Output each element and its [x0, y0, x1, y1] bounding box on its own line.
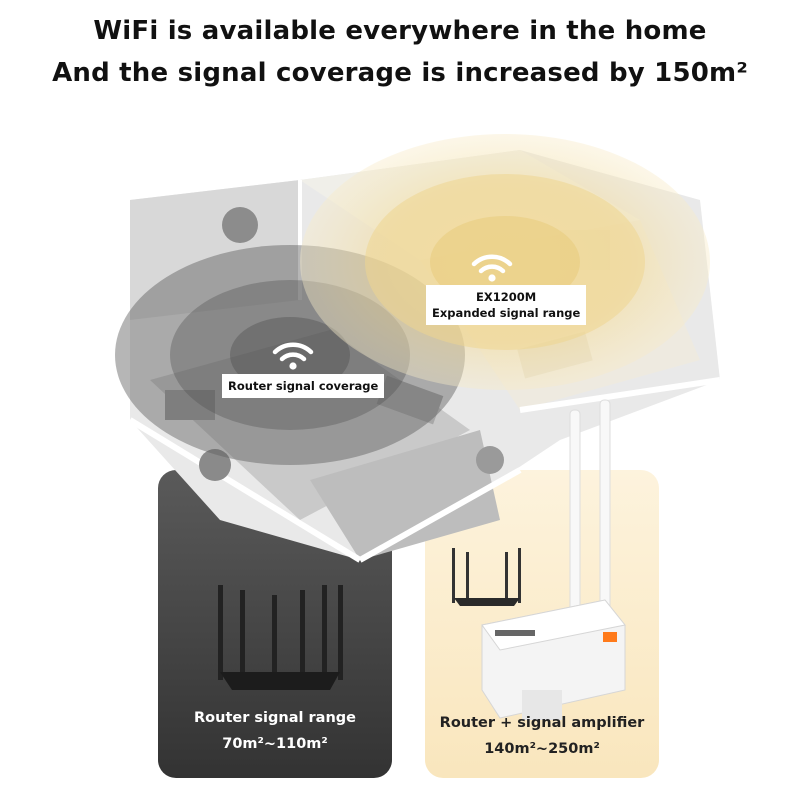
extender-range-label: Expanded signal range — [432, 306, 581, 320]
headline-line-2: And the signal coverage is increased by … — [52, 58, 748, 88]
wifi-icon — [272, 342, 314, 370]
wifi-icon — [471, 254, 513, 282]
small-router-device — [452, 548, 521, 606]
headline-line-1: WiFi is available everywhere in the home — [93, 16, 707, 46]
router-card-range: 70m²~110m² — [222, 736, 328, 752]
extender-device — [481, 399, 626, 720]
combo-card-range: 140m²~250m² — [484, 741, 600, 757]
router-card-title: Router signal range — [194, 710, 356, 726]
extender-model: EX1200M — [476, 290, 537, 304]
router-coverage-label: Router signal coverage — [222, 374, 385, 398]
extender-coverage-label: EX1200M Expanded signal range — [426, 285, 587, 325]
combo-card-title: Router + signal amplifier — [439, 715, 645, 731]
router-device — [218, 585, 343, 690]
combo-card-text: Router + signal amplifier 140m²~250m² — [425, 710, 659, 762]
router-card-text: Router signal range 70m²~110m² — [158, 705, 392, 757]
